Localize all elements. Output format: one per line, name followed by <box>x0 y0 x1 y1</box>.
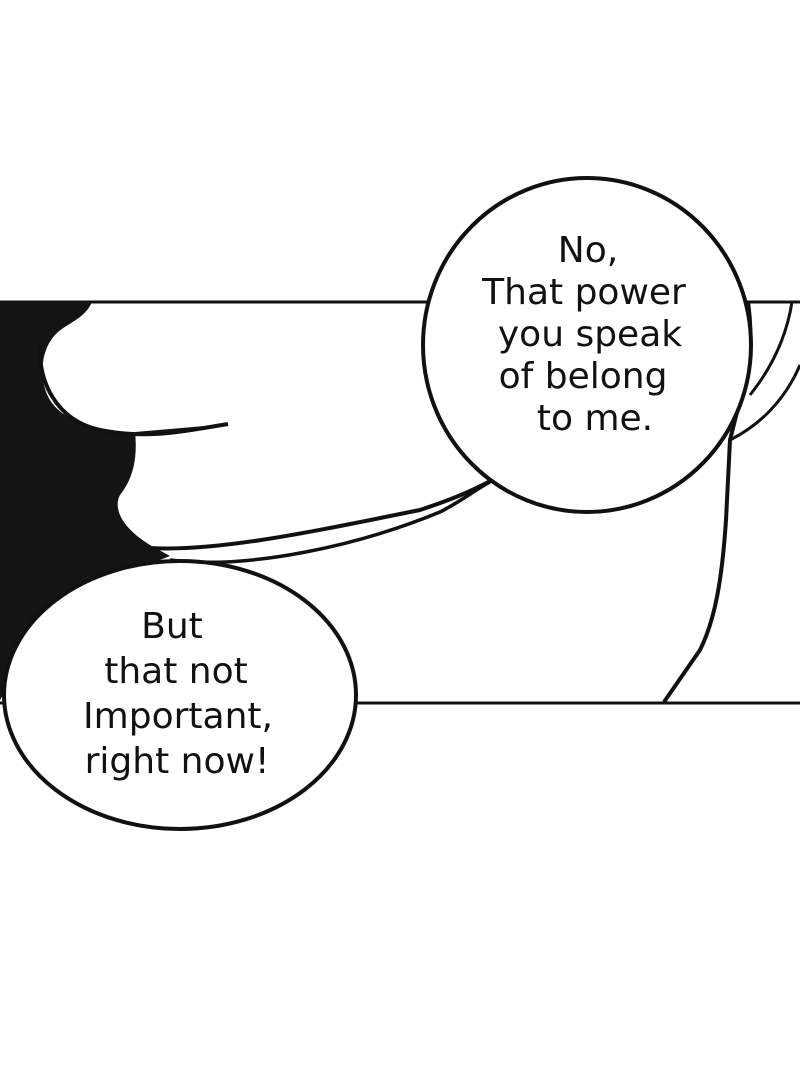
bubble-top-line: to me. <box>537 398 653 439</box>
bubble-bottom-line: that not <box>104 651 248 692</box>
figure-line-right-1 <box>748 301 794 396</box>
arm-line-lower <box>169 480 491 564</box>
bubble-bottom-line: right now! <box>85 741 270 782</box>
speech-bubble-top <box>421 176 753 514</box>
bubble-bottom-line: Important, <box>83 696 273 737</box>
arm-line-upper <box>149 478 493 551</box>
bubble-top-line: No, <box>558 230 618 271</box>
bubble-top-line: you speak <box>498 314 682 355</box>
face-outline <box>37 344 229 437</box>
bubble-bottom-line: But <box>141 606 203 647</box>
bubble-top-line: of belong <box>499 356 668 397</box>
speech-bubble-bottom <box>2 559 358 831</box>
figure-line-right-2 <box>729 364 800 442</box>
bubble-top-line: That power <box>481 272 686 313</box>
